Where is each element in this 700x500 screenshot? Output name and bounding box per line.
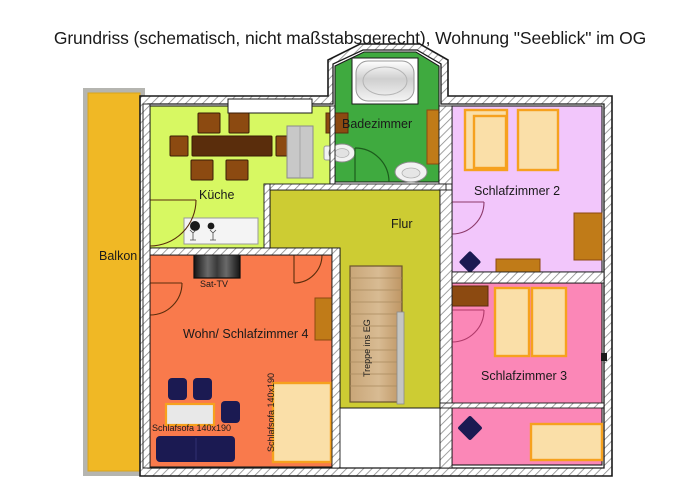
wardrobe-sz2 bbox=[573, 212, 603, 261]
sink-fixtures bbox=[189, 229, 217, 241]
page-title: Grundriss (schematisch, nicht maßstabsge… bbox=[53, 28, 647, 48]
stair-railing bbox=[396, 311, 405, 405]
schlafzimmer2-door bbox=[451, 201, 485, 235]
room-schlafzimmer3[interactable] bbox=[451, 282, 607, 466]
schlafzimmer3-door bbox=[451, 309, 485, 343]
kueche-door-left bbox=[149, 199, 197, 247]
wardrobe-wohnzimmer bbox=[314, 297, 333, 341]
bath-cabinet-left bbox=[325, 112, 349, 134]
stove-burner-small bbox=[207, 222, 215, 230]
armchair-2 bbox=[193, 378, 212, 400]
bed-sz3-right bbox=[530, 286, 568, 358]
wohnzimmer-door-balcony bbox=[149, 282, 183, 316]
bed-sz3-left bbox=[493, 286, 531, 358]
staircase bbox=[349, 265, 405, 405]
coffee-table bbox=[164, 402, 216, 427]
schlafsofa-vertical bbox=[271, 381, 333, 464]
bed-sz2-right bbox=[516, 108, 560, 172]
bed-sz2-left bbox=[463, 108, 509, 172]
dresser-sz2 bbox=[495, 258, 541, 274]
sat-tv-unit bbox=[193, 251, 241, 279]
bed-sz3-bottom bbox=[529, 422, 604, 462]
sink bbox=[394, 161, 428, 183]
floor-marker-sz3 bbox=[458, 416, 482, 440]
interior-walls bbox=[142, 103, 605, 469]
room-balkon[interactable] bbox=[83, 88, 145, 476]
floor-marker-sz2 bbox=[459, 251, 481, 273]
armchair-1 bbox=[168, 378, 187, 400]
toilet bbox=[323, 143, 356, 163]
room-badezimmer[interactable] bbox=[323, 51, 446, 183]
room-schlafzimmer2[interactable] bbox=[451, 105, 603, 274]
cabinet-sz3 bbox=[451, 285, 489, 307]
kueche-window bbox=[227, 98, 313, 114]
room-wohnzimmer[interactable] bbox=[149, 251, 333, 468]
wohnzimmer-door-hall bbox=[293, 254, 323, 284]
stove-burner-large bbox=[190, 221, 200, 231]
dining-table bbox=[191, 135, 273, 157]
armchair-3 bbox=[221, 401, 240, 423]
wall-fixture-sz3 bbox=[601, 353, 607, 361]
balcony-floor bbox=[87, 92, 141, 472]
badezimmer-door bbox=[354, 147, 390, 183]
